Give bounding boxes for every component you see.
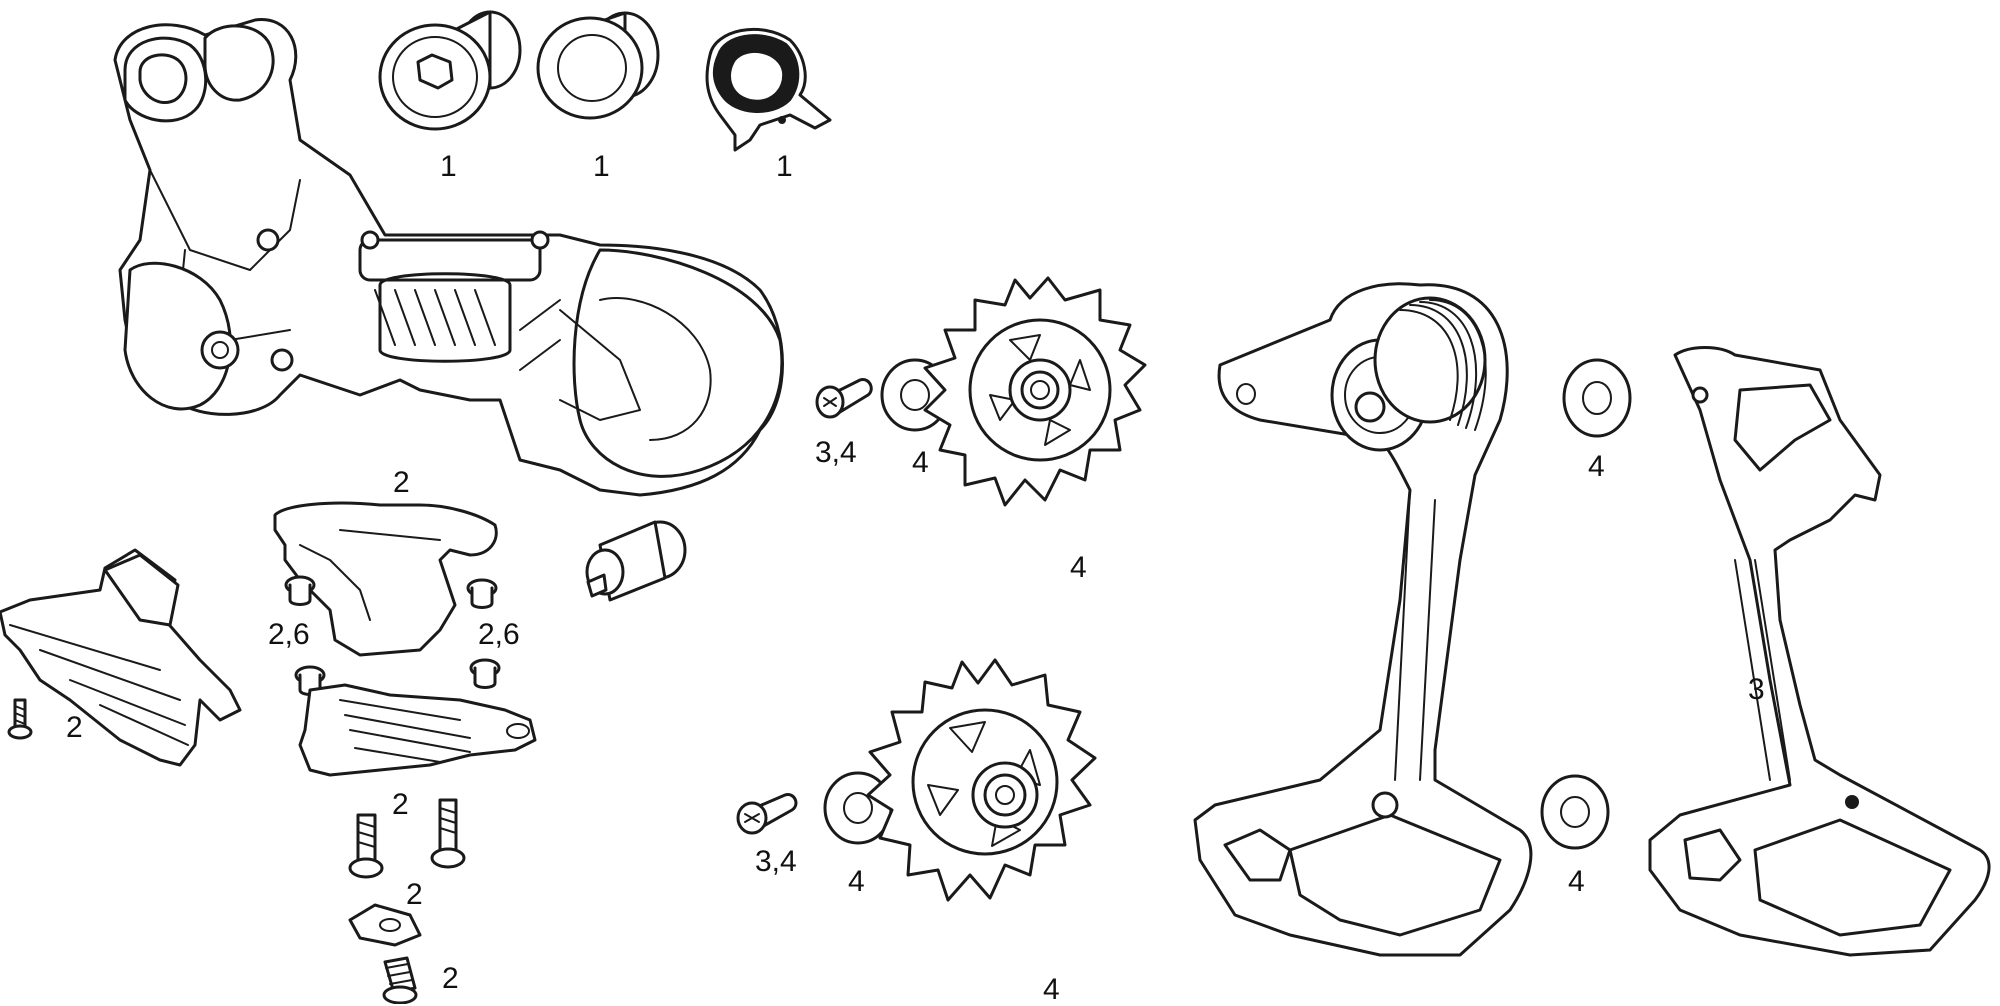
callout-lower-cover: 2 — [392, 788, 409, 821]
screw-part-2-a — [348, 813, 384, 879]
washer-part-4-right-upper — [1562, 358, 1632, 438]
cage-cover-part-2-top — [273, 501, 498, 657]
bolt-part-1 — [378, 10, 522, 131]
callout-left-bushing: 2,6 — [268, 618, 310, 651]
derailleur-body — [113, 18, 784, 497]
callout-right-washer-upper: 4 — [1588, 450, 1605, 483]
callout-right-washer-lower: 4 — [1568, 865, 1585, 898]
callout-bolt-top: 1 — [440, 150, 457, 183]
callout-clip: 2 — [406, 878, 423, 911]
callout-cage-cover-top: 2 — [393, 466, 410, 499]
callout-bushing-top: 1 — [593, 150, 610, 183]
callout-washer-top: 1 — [776, 150, 793, 183]
washer-part-4-right-lower — [1540, 774, 1610, 850]
bolt-part-3-4-lower — [736, 793, 798, 835]
lower-pulley-part-4 — [866, 658, 1097, 902]
outer-cage-part-3 — [1648, 346, 1991, 957]
callout-right-bushing: 2,6 — [478, 618, 520, 651]
bushing-part-2-6-right — [466, 578, 498, 609]
callout-bottom-bolt: 2 — [442, 962, 459, 995]
callout-lower-pulley: 4 — [1043, 973, 1060, 1006]
inner-cage-part — [1193, 282, 1533, 957]
grub-screw-part-2 — [382, 956, 418, 1004]
callout-outer-cage: 3 — [1748, 673, 1765, 706]
callout-lower-pulley-washer: 4 — [848, 865, 865, 898]
bushing-part-2-6-left — [284, 575, 316, 606]
callout-upper-pulley: 4 — [1070, 551, 1087, 584]
upper-pulley-part-4 — [923, 276, 1147, 507]
screw-part-2-left — [7, 698, 33, 740]
spacer-part — [585, 520, 687, 602]
callout-left-cover: 2 — [66, 711, 83, 744]
screw-part-2-b — [430, 798, 466, 869]
bushing-part-1 — [536, 11, 660, 120]
callout-upper-pulley-bolt: 3,4 — [815, 436, 857, 469]
callout-lower-pulley-bolt: 3,4 — [755, 845, 797, 878]
bolt-part-3-4-upper — [815, 378, 873, 419]
left-cover-part-2 — [0, 548, 242, 767]
washer-part-1 — [705, 27, 832, 152]
bushing-part-2-6-mid-right — [469, 658, 501, 689]
clip-part-2 — [348, 903, 422, 947]
lower-cover-part-2 — [298, 683, 537, 777]
callout-upper-pulley-washer: 4 — [912, 446, 929, 479]
